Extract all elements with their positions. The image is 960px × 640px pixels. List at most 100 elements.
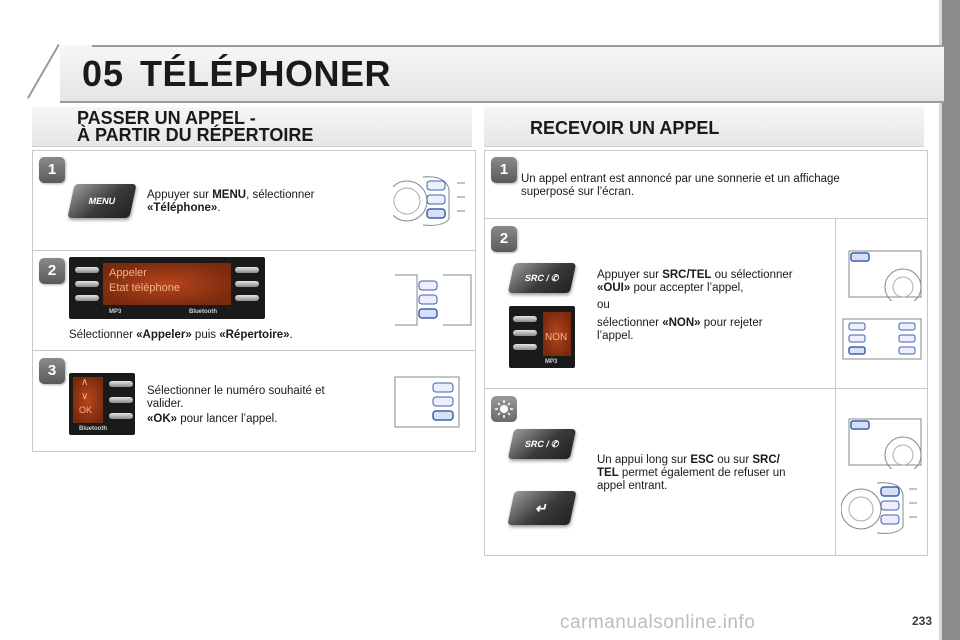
screen-side-button <box>109 381 133 387</box>
left-step-2-text: Sélectionner «Appeler» puis «Répertoire»… <box>69 329 369 342</box>
text-fragment: , sélectionner <box>246 189 315 201</box>
screen-display-area <box>103 263 231 305</box>
text-bold: MENU <box>212 189 247 201</box>
text-bold: «Répertoire» <box>219 329 290 341</box>
text-fragment: Appuyer sur <box>597 269 663 281</box>
display-screen-reject: NON MP3 <box>509 306 575 368</box>
screen-text-call: Appeler <box>109 267 147 279</box>
text-fragment: puis <box>191 329 220 341</box>
watermark: carmanualsonline.info <box>560 612 756 633</box>
header-rule-top <box>92 45 944 47</box>
right-section-header: RECEVOIR UN APPEL <box>484 107 924 147</box>
chapter-number: 05 <box>82 53 125 94</box>
step-badge-1: 1 <box>39 157 65 183</box>
screen-display-area <box>73 377 103 423</box>
text-fragment: . <box>217 202 221 214</box>
screen-text-phone-status: Etat téléphone <box>109 282 180 294</box>
screen-arrow-down-icon: ∨ <box>81 391 89 402</box>
esc-key-label: ↵ <box>534 500 550 516</box>
text-bold: «Téléphone» <box>147 202 218 214</box>
right-step-1-text: Un appel entrant est annoncé par une son… <box>521 173 921 199</box>
esc-key-icon: ↵ <box>507 491 577 525</box>
left-section-title-line1: PASSER UN APPEL - <box>77 108 256 128</box>
right-panel-divider-3 <box>835 389 836 555</box>
screen-footer-bluetooth: Bluetooth <box>189 309 217 315</box>
left-panel: 1 MENU Appuyer sur MENU, sélectionner «T… <box>32 150 476 452</box>
screen-side-button <box>235 281 259 287</box>
page-number: 233 <box>911 614 932 628</box>
screen-side-button <box>235 267 259 273</box>
text-bold: «OUI» <box>597 282 631 294</box>
src-tel-key-icon: SRC / ✆ <box>507 263 577 293</box>
left-step-3-text: Sélectionner le numéro souhaité et valid… <box>147 385 367 411</box>
text-fragment: pour rejeter <box>700 317 763 329</box>
control-panel-drawing-r3a <box>848 418 922 469</box>
text-bold: «OK» <box>147 413 178 425</box>
text-fragment: ou sur <box>714 454 753 466</box>
step-badge-r2: 2 <box>491 226 517 252</box>
screen-side-button <box>513 344 537 350</box>
text-fragment: superposé sur l’écran. <box>521 186 635 198</box>
text-fragment: permet également de refuser un <box>618 467 786 479</box>
screen-text-ok: OK <box>79 405 93 415</box>
left-step-1-text: Appuyer sur MENU, sélectionner «Téléphon… <box>147 189 367 215</box>
chapter-header <box>60 45 944 103</box>
screen-footer-mp3: MP3 <box>545 359 558 365</box>
src-tel-key-label: SRC / ✆ <box>523 273 561 283</box>
control-panel-drawing-3 <box>394 376 460 428</box>
text-fragment: l’appel. <box>597 330 634 342</box>
control-panel-drawing-2 <box>395 274 472 326</box>
text-fragment: Un appui long sur <box>597 454 691 466</box>
text-fragment: appel entrant. <box>597 480 668 492</box>
right-step-2-text-or: ou <box>597 299 610 311</box>
display-screen-call: Appeler Etat téléphone MP3 Bluetooth <box>69 257 265 319</box>
src-tel-key-icon-2: SRC / ✆ <box>507 429 577 459</box>
text-fragment: valider. <box>147 398 184 410</box>
right-step-2-text: Appuyer sur SRC/TEL ou sélectionner «OUI… <box>597 269 827 295</box>
control-panel-drawing-1 <box>393 176 465 226</box>
menu-key-label: MENU <box>87 196 117 206</box>
screen-text-no: NON <box>545 332 568 343</box>
screen-side-button <box>75 295 99 301</box>
text-bold: ESC <box>690 454 714 466</box>
control-panel-drawing-r3b <box>841 482 917 534</box>
right-panel-divider-2 <box>835 219 836 389</box>
chapter-title: TÉLÉPHONER <box>140 53 392 94</box>
side-bar <box>942 0 960 640</box>
screen-display-area <box>543 312 571 356</box>
control-panel-drawing-r2b <box>842 318 922 360</box>
display-screen-ok: ∧ ∨ OK Bluetooth <box>69 373 135 435</box>
screen-footer-mp3: MP3 <box>109 309 122 315</box>
header-rule-bottom <box>60 101 944 103</box>
screen-side-button <box>75 267 99 273</box>
screen-side-button <box>513 330 537 336</box>
text-bold: TEL <box>597 467 619 479</box>
text-fragment: sélectionner <box>597 317 663 329</box>
text-fragment: Sélectionner <box>69 329 137 341</box>
tip-badge <box>491 396 517 422</box>
screen-side-button <box>109 397 133 403</box>
tip-lamp-icon <box>495 400 513 418</box>
text-fragment: Un appel entrant est annoncé par une son… <box>521 173 840 185</box>
side-bar-edge <box>939 0 942 640</box>
text-fragment: ou sélectionner <box>711 269 793 281</box>
right-panel: 1 Un appel entrant est annoncé par une s… <box>484 150 928 556</box>
text-bold: «Appeler» <box>136 329 192 341</box>
text-fragment: Sélectionner le numéro souhaité et <box>147 385 325 397</box>
screen-side-button <box>513 316 537 322</box>
right-step-2-text-reject: sélectionner «NON» pour rejeter l’appel. <box>597 317 827 343</box>
right-step-tip-text: Un appui long sur ESC ou sur SRC/ TEL pe… <box>597 454 827 493</box>
text-bold: SRC/TEL <box>662 269 712 281</box>
left-section-title-line2: À PARTIR DU RÉPERTOIRE <box>77 125 314 145</box>
step-badge-r1: 1 <box>491 157 517 183</box>
text-fragment: . <box>289 329 293 341</box>
left-step-3-text-ok: «OK» pour lancer l’appel. <box>147 413 367 426</box>
text-fragment: pour accepter l’appel, <box>630 282 744 294</box>
src-tel-key-label-2: SRC / ✆ <box>523 439 561 449</box>
screen-side-button <box>235 295 259 301</box>
screen-side-button <box>109 413 133 419</box>
text-fragment: Appuyer sur <box>147 189 213 201</box>
screen-side-button <box>75 281 99 287</box>
step-badge-3: 3 <box>39 358 65 384</box>
